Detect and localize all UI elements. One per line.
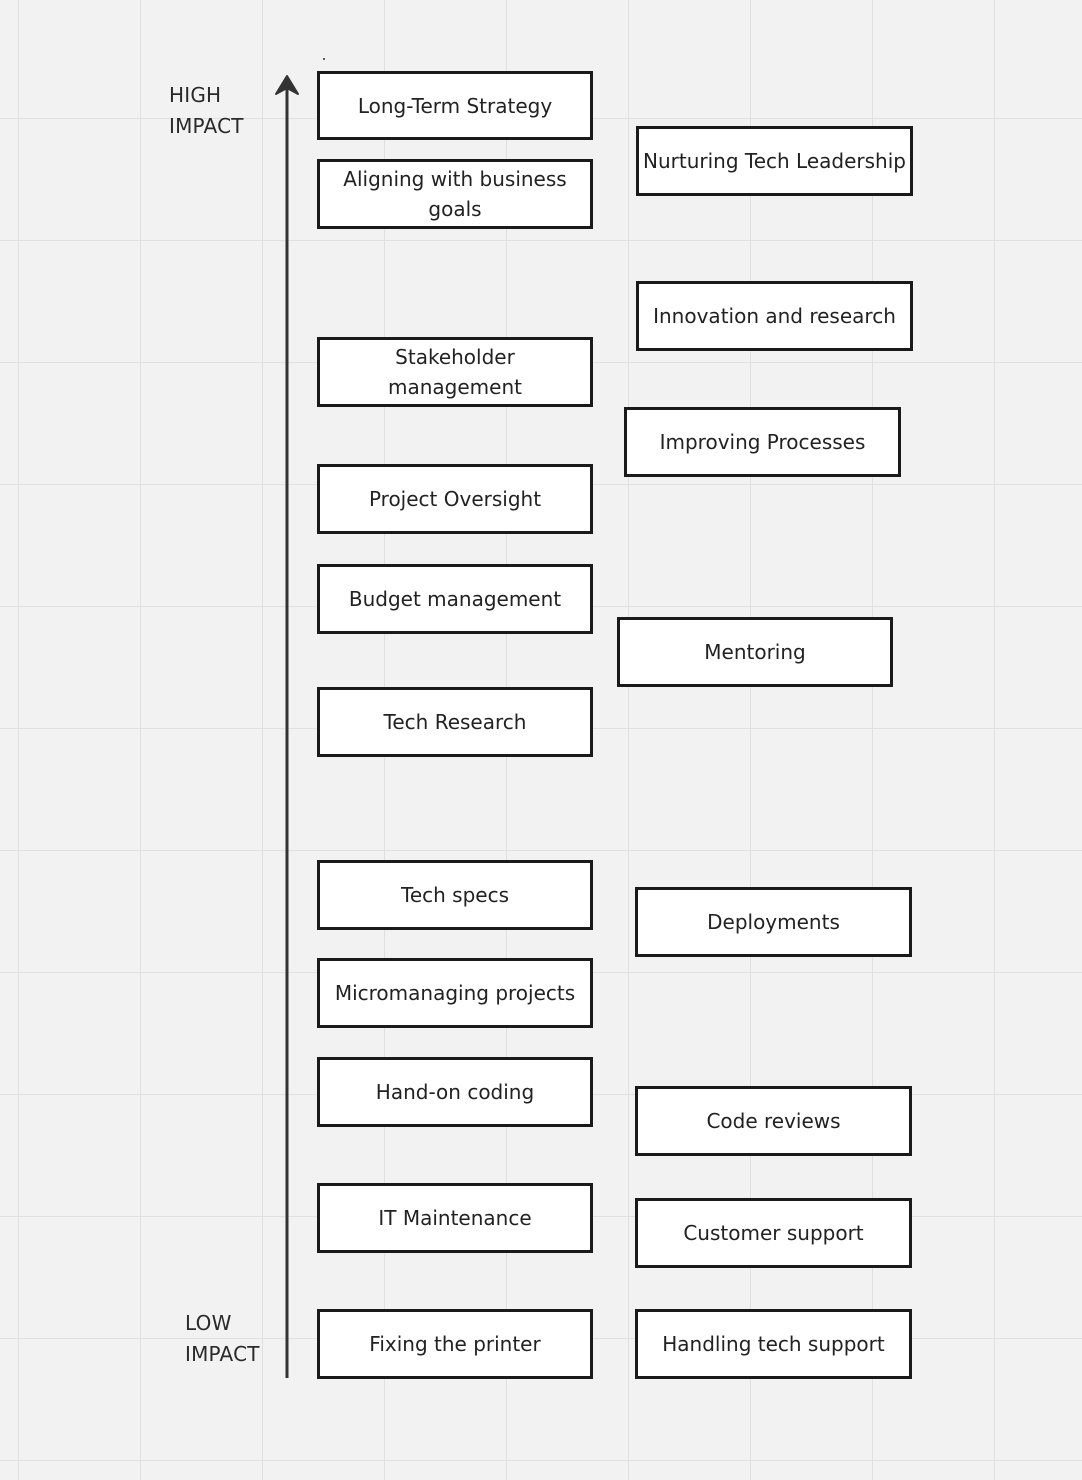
box-improving-processes[interactable]: Improving Processes [624, 407, 901, 477]
box-nurturing-tech-leadership[interactable]: Nurturing Tech Leadership [636, 126, 913, 196]
stray-dot [323, 58, 325, 60]
box-it-maintenance[interactable]: IT Maintenance [317, 1183, 593, 1253]
box-stakeholder-management[interactable]: Stakeholder management [317, 337, 593, 407]
box-project-oversight[interactable]: Project Oversight [317, 464, 593, 534]
box-tech-specs[interactable]: Tech specs [317, 860, 593, 930]
box-long-term-strategy[interactable]: Long-Term Strategy [317, 71, 593, 140]
box-code-reviews[interactable]: Code reviews [635, 1086, 912, 1156]
box-customer-support[interactable]: Customer support [635, 1198, 912, 1268]
box-tech-research[interactable]: Tech Research [317, 687, 593, 757]
box-deployments[interactable]: Deployments [635, 887, 912, 957]
low-impact-label: LOW IMPACT [185, 1311, 260, 1366]
box-micromanaging-projects[interactable]: Micromanaging projects [317, 958, 593, 1028]
high-impact-label: HIGH IMPACT [169, 83, 244, 138]
box-innovation-and-research[interactable]: Innovation and research [636, 281, 913, 351]
axis-arrowhead [275, 75, 299, 95]
box-hand-on-coding[interactable]: Hand-on coding [317, 1057, 593, 1127]
box-fixing-the-printer[interactable]: Fixing the printer [317, 1309, 593, 1379]
box-handling-tech-support[interactable]: Handling tech support [635, 1309, 912, 1379]
box-mentoring[interactable]: Mentoring [617, 617, 893, 687]
box-budget-management[interactable]: Budget management [317, 564, 593, 634]
box-aligning-with-business-goals[interactable]: Aligning with business goals [317, 159, 593, 229]
